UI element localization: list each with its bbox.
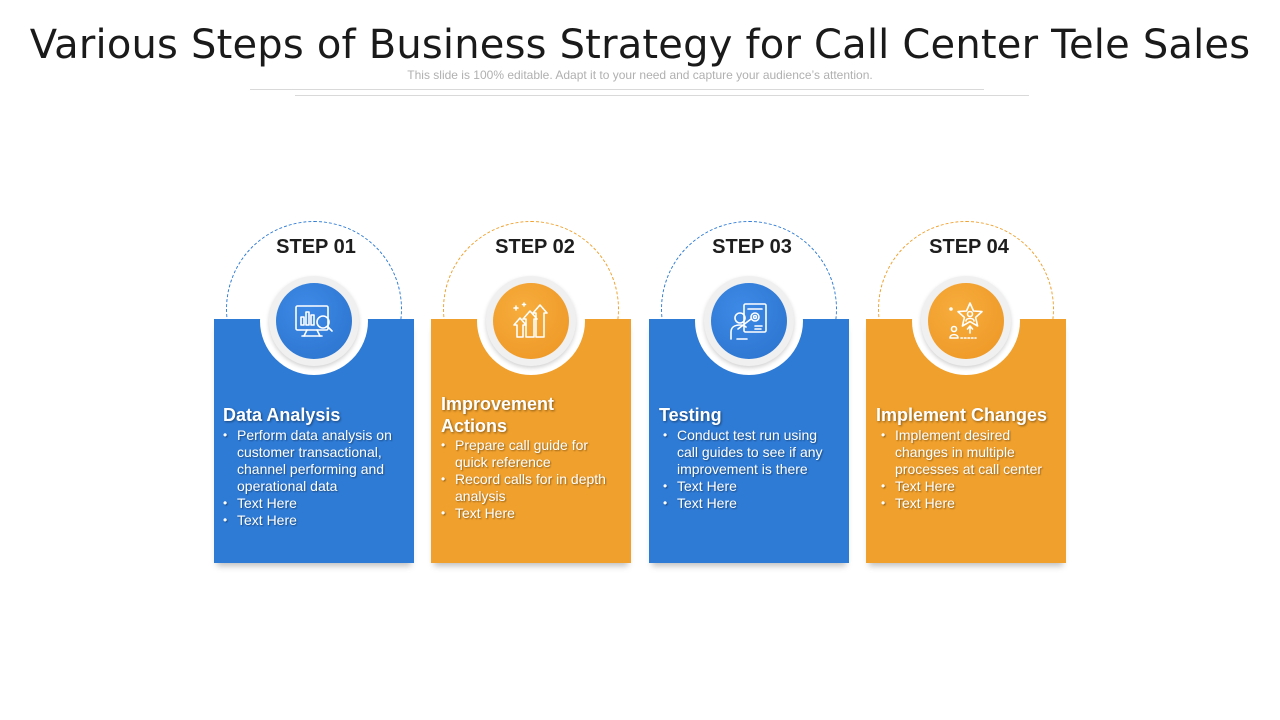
step-3-bullet-list: Conduct test run using call guides to se…	[663, 427, 835, 512]
step-4-title: Implement Changes	[876, 405, 1048, 425]
step-2-label: STEP 02	[495, 236, 575, 258]
step-4-bullet-list: Implement desired changes in multiple pr…	[881, 427, 1053, 512]
divider-line	[295, 95, 1029, 96]
star-person-upgrade-icon	[949, 302, 983, 339]
step-2-bullet-list: Prepare call guide for quick reference R…	[441, 437, 623, 522]
growth-arrows-icon	[513, 302, 548, 338]
list-item: Text Here	[223, 495, 405, 512]
list-item: Text Here	[881, 495, 1053, 512]
list-item: Prepare call guide for quick reference	[441, 437, 623, 471]
list-item: Text Here	[663, 478, 835, 495]
step-3-label: STEP 03	[712, 236, 792, 258]
person-testing-board-icon	[730, 303, 767, 340]
list-item: Perform data analysis on customer transa…	[223, 427, 405, 495]
divider-line	[250, 89, 984, 90]
list-item: Record calls for in depth analysis	[441, 471, 623, 505]
step-4-label: STEP 04	[929, 236, 1009, 258]
step-4-icon-circle	[928, 283, 1004, 359]
step-1-title: Data Analysis	[223, 405, 341, 425]
slide-subtitle: This slide is 100% editable. Adapt it to…	[407, 68, 873, 82]
slide-title: Various Steps of Business Strategy for C…	[29, 22, 1251, 68]
list-item: Implement desired changes in multiple pr…	[881, 427, 1053, 478]
step-1-label: STEP 01	[276, 236, 356, 258]
list-item: Text Here	[441, 505, 623, 522]
list-item: Text Here	[223, 512, 405, 529]
list-item: Conduct test run using call guides to se…	[663, 427, 835, 478]
step-3-title: Testing	[659, 405, 722, 425]
step-2-icon-circle	[493, 283, 569, 359]
step-1-icon-circle	[276, 283, 352, 359]
step-3-icon-circle	[711, 283, 787, 359]
step-2-title: Improvement Actions	[441, 394, 555, 436]
list-item: Text Here	[881, 478, 1053, 495]
step-1-bullet-list: Perform data analysis on customer transa…	[223, 427, 405, 529]
data-analysis-monitor-icon	[295, 305, 333, 337]
list-item: Text Here	[663, 495, 835, 512]
